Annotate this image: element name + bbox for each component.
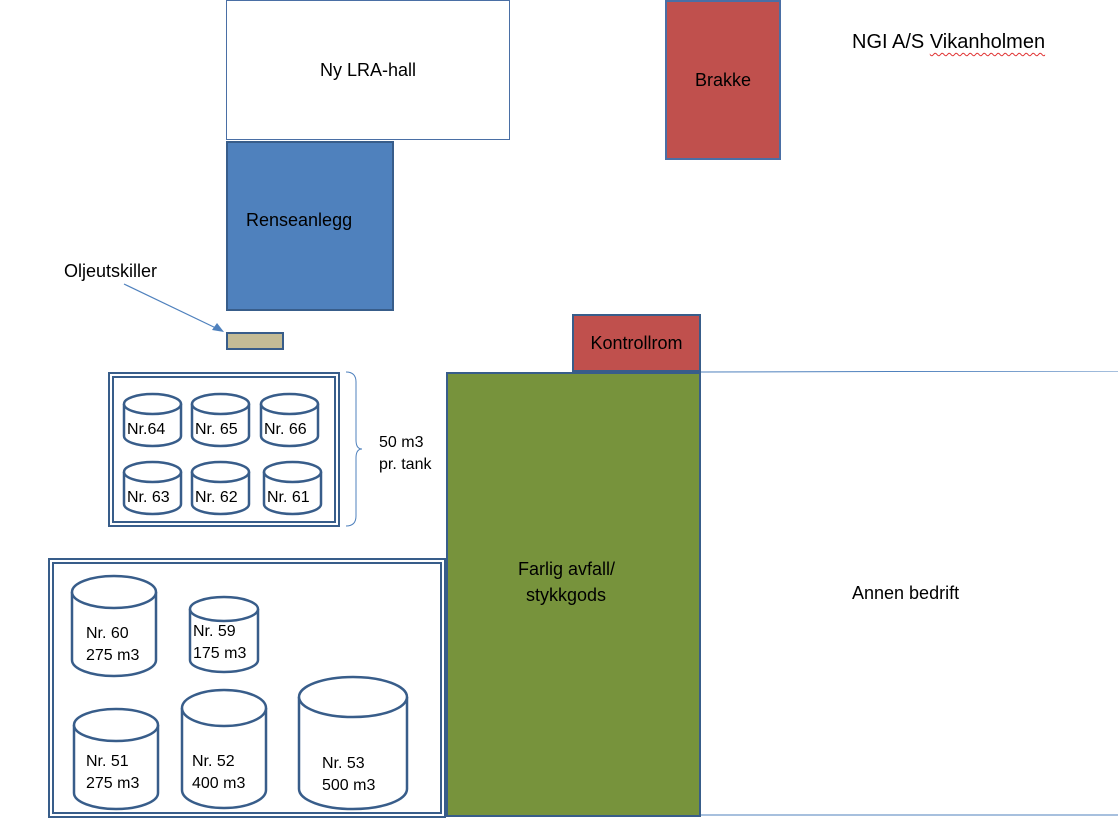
- large-tank-1: [70, 574, 158, 678]
- large-tank-volume: 275 m3: [86, 775, 140, 792]
- small-tank-5: [190, 460, 251, 516]
- farlig-label-line1: Farlig avfall/: [518, 559, 616, 579]
- large-tank-volume: 400 m3: [192, 775, 246, 792]
- small-tank-label: Nr. 61: [267, 489, 310, 506]
- capacity-line1: 50 m3: [379, 434, 424, 451]
- small-tank-4: [122, 460, 183, 516]
- large-tank-label: Nr. 60: [86, 625, 129, 642]
- oljeutskiller-box: [226, 332, 284, 350]
- brakke-building: Brakke: [665, 0, 781, 160]
- large-tank-2: [188, 595, 260, 674]
- capacity-brace: [345, 371, 363, 527]
- kontrollrom-label: Kontrollrom: [590, 333, 683, 353]
- farlig-avfall-area: Farlig avfall/ stykkgods: [446, 372, 701, 817]
- small-tank-label: Nr. 63: [127, 489, 170, 506]
- small-tank-label: Nr. 65: [195, 421, 238, 438]
- brakke-label: Brakke: [694, 70, 752, 90]
- plant-title-name: Vikanholmen: [929, 31, 1046, 53]
- large-tank-5: [297, 675, 409, 811]
- capacity-line2: pr. tank: [379, 456, 432, 473]
- large-tank-label: Nr. 53: [322, 755, 365, 772]
- oljeutskiller-label: Oljeutskiller: [64, 261, 158, 281]
- boundary-line-top: [701, 371, 1118, 373]
- large-tank-label: Nr. 51: [86, 753, 129, 770]
- small-tank-label: Nr. 62: [195, 489, 238, 506]
- plant-title: NGI A/S Vikanholmen: [852, 30, 1045, 54]
- small-tank-2: [190, 392, 251, 448]
- large-tank-label: Nr. 52: [192, 753, 235, 770]
- large-tank-volume: 175 m3: [193, 645, 247, 662]
- kontrollrom-building: Kontrollrom: [572, 314, 701, 372]
- small-tank-3: [259, 392, 320, 448]
- plant-title-prefix: NGI A/S: [852, 31, 930, 53]
- oljeutskiller-arrow: [123, 283, 224, 332]
- large-tank-4: [180, 688, 268, 810]
- large-tank-volume: 500 m3: [322, 777, 376, 794]
- renseanlegg-label: Renseanlegg: [246, 210, 353, 230]
- lra-hall-building: Ny LRA-hall: [226, 0, 510, 140]
- small-tank-6: [262, 460, 323, 516]
- annen-bedrift-label: Annen bedrift: [852, 583, 960, 603]
- tank-group: [70, 392, 409, 811]
- large-tank-3: [72, 707, 160, 811]
- renseanlegg-building: Renseanlegg: [226, 141, 394, 311]
- small-tank-label: Nr. 66: [264, 421, 307, 438]
- lra-hall-label: Ny LRA-hall: [319, 60, 417, 80]
- small-tank-label: Nr.64: [127, 421, 166, 438]
- small-tank-1: [122, 392, 183, 448]
- boundary-line-bottom: [701, 814, 1118, 816]
- large-tank-volume: 275 m3: [86, 647, 140, 664]
- farlig-label-line2: stykkgods: [526, 585, 607, 605]
- large-tank-label: Nr. 59: [193, 623, 236, 640]
